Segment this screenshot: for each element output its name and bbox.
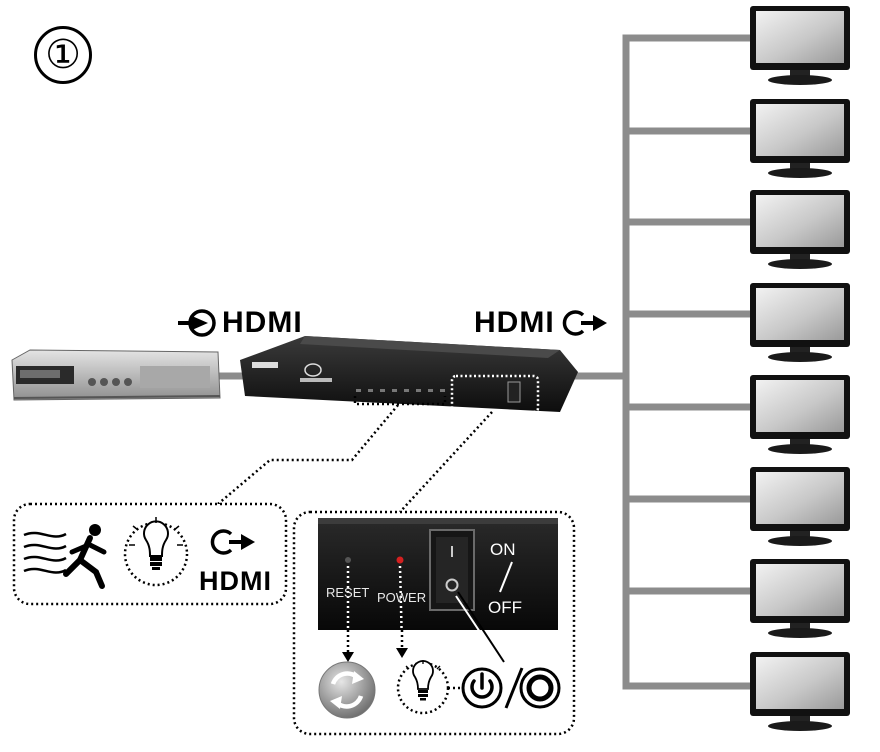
hdmi-output-arrow-icon bbox=[562, 310, 607, 336]
hdmi-input-label: HDMI bbox=[222, 306, 303, 339]
running-figure-icon bbox=[23, 524, 107, 589]
callout-leaders bbox=[217, 396, 493, 513]
monitor bbox=[750, 283, 850, 362]
status-leds bbox=[356, 389, 445, 392]
hdmi-input-arrow-icon bbox=[178, 309, 216, 337]
rear-panel-callout bbox=[292, 510, 576, 736]
monitor bbox=[750, 652, 850, 731]
led-function-callout bbox=[12, 502, 288, 606]
light-bulb-icon bbox=[123, 517, 189, 587]
monitor bbox=[750, 559, 850, 638]
hdmi-activity-label: HDMI bbox=[199, 566, 272, 596]
reset-circular-arrows-icon bbox=[318, 661, 376, 719]
monitor bbox=[750, 190, 850, 269]
monitor bbox=[750, 99, 850, 178]
monitor bbox=[750, 375, 850, 454]
power-on-icon bbox=[461, 667, 503, 709]
hdmi-output-arrow-icon bbox=[210, 529, 255, 555]
output-cable-tree bbox=[214, 34, 756, 690]
power-label: POWER bbox=[377, 590, 427, 605]
reset-button bbox=[345, 557, 351, 563]
power-switch bbox=[429, 529, 475, 611]
hdmi-output-label: HDMI bbox=[474, 306, 555, 339]
hdmi-splitter bbox=[240, 336, 578, 414]
switch-off-label: OFF bbox=[488, 598, 522, 617]
output-monitors bbox=[750, 6, 850, 731]
monitor bbox=[750, 6, 850, 85]
monitor bbox=[750, 467, 850, 546]
source-device bbox=[11, 349, 221, 401]
power-off-icon bbox=[519, 667, 561, 709]
step-number: ① bbox=[34, 26, 92, 84]
power-led bbox=[396, 556, 404, 564]
switch-on-label: ON bbox=[490, 540, 516, 559]
reset-label: RESET bbox=[326, 585, 370, 600]
